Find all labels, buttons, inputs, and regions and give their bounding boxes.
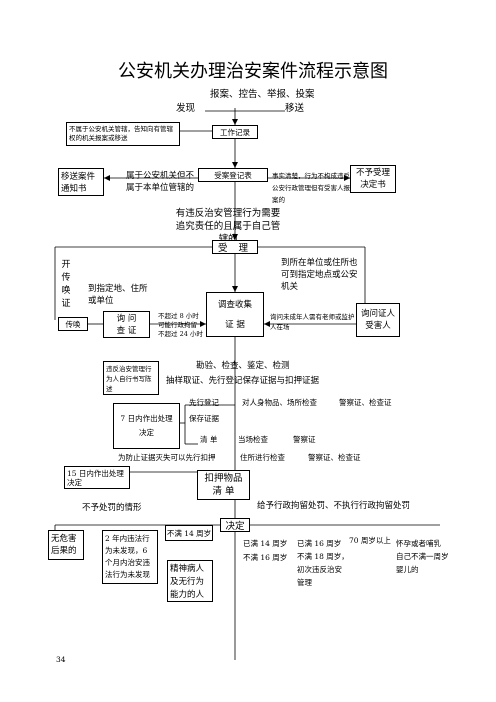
pregnant-text: 怀孕或者哺乳 自己不满一周岁 婴儿的 (396, 539, 449, 574)
summons-text: 传唤 (65, 319, 81, 329)
work-record-text: 工作记录 (220, 127, 250, 137)
under14-text: 不满 14 周岁 (166, 528, 212, 538)
sources-label: 报案、控告、举报、投案 (210, 89, 315, 100)
no-harm-text: 无危害后果的 (51, 534, 77, 556)
list-text: 清 单 (200, 435, 218, 444)
mental-box: 精神病人及无行为能力的人 (167, 560, 213, 602)
violation-text: 违反治安管理行为人自行书写陈述 (106, 365, 152, 393)
police-check1-text: 警察证、检查证 (339, 398, 392, 407)
age14-text: 已满 14 周岁 不满 16 周岁 (243, 539, 288, 562)
summon-char-4: 证 (61, 299, 71, 309)
on-site-check-text: 当场检查 (238, 435, 268, 444)
methods-line2: 抽样取证、先行登记保存证据与扣押证据 (166, 376, 320, 386)
right-location-text: 到所在单位或住所也可到指定地点或公安机关 (281, 258, 358, 292)
prevent-loss-text: 为防止证据灭失可以先行扣押 (118, 453, 216, 462)
summon-vertical: 开 传 唤 证 (60, 259, 72, 311)
investigate-text: 调查收集 证 据 (217, 299, 252, 330)
seizure-list-text: 扣押物品 清 单 (204, 473, 243, 497)
police-check2-text: 警察证、检查证 (308, 453, 361, 462)
age16-text: 已满 16 周岁 不满 18 周岁， 初次违反治安 管理 (297, 539, 349, 587)
page-title: 公安机关办理治安案件流程示意图 (118, 61, 388, 82)
belongs-police-text: 属于公安机关但不属于本单位管辖的 (126, 171, 195, 193)
seven-day-text: 7 日内作出处理决定 (120, 414, 173, 437)
not-accept-box: 不予受理决定书 (350, 165, 396, 193)
to-location-text: 到指定地、住所或单位 (88, 284, 148, 306)
age70-text: 70 周岁以上 (349, 536, 391, 545)
decision-text: 决定 (225, 521, 245, 532)
summon-char-3: 唤 (61, 286, 71, 296)
not-police-box: 不属于公安机关管辖，告知向有管辖权的机关报案或移送 (66, 122, 180, 146)
fact-clear-text: 事实清楚，行为不构成违反公安行政管理但有受害人报案的 (272, 172, 350, 204)
seven-day-box: 7 日内作出处理决定 (113, 403, 180, 449)
summon-char-1: 开 (61, 260, 71, 270)
inquiry-box: 询 问 查 证 (103, 311, 150, 338)
police-card-text: 警察证 (293, 435, 316, 444)
mental-text: 精神病人及无行为能力的人 (170, 564, 205, 600)
inquiry-witness-text: 询问证人 受害人 (360, 309, 395, 331)
fifteen-day-text: 15 日内作出处理决定 (67, 469, 124, 487)
decision-box: 决定 (220, 518, 250, 532)
case-registration-box: 受案登记表 (198, 168, 268, 182)
residence-check-text: 住所进行检查 (240, 453, 285, 462)
investigate-box: 调查收集 证 据 (206, 292, 264, 337)
two-years-box: 2 年内违法行为未发现，6 个月内治安违法行为未发现 (102, 530, 158, 584)
summons-box: 传唤 (58, 317, 88, 331)
no-harm-box: 无危害后果的 (48, 530, 84, 560)
found-label: 发现 (176, 103, 196, 114)
person-check-text: 对人身物品、场所检查 (242, 398, 317, 407)
page-number: 34 (56, 655, 66, 664)
transfer-notice-text: 移送案件通知书 (61, 172, 96, 194)
minor-note-text: 询问未成年人需有老师或监护人在场 (270, 313, 355, 331)
inquiry-witness-box: 询问证人 受害人 (356, 303, 400, 337)
transfer-notice-box: 移送案件通知书 (58, 168, 104, 196)
inquiry-text: 询 问 查 证 (116, 313, 137, 336)
prior-register-text: 先行登记 (189, 398, 219, 407)
accept-text: 受 理 (217, 243, 253, 254)
time-note-text: 不超过 8 小时 可能行政拘留 不超过 24 小时 (158, 312, 203, 338)
fifteen-day-box: 15 日内作出处理决定 (64, 466, 130, 489)
summon-char-2: 传 (61, 273, 71, 283)
accept-condition-text: 有违反治安管理行为需要追究责任的且属于自己管辖的 (175, 208, 281, 245)
methods-line1: 勘验、检查、鉴定、检测 (196, 361, 290, 371)
no-penalty-text: 不予处罚的情形 (82, 503, 142, 513)
two-years-text: 2 年内违法行为未发现，6 个月内治安违法行为未发现 (105, 534, 150, 579)
case-registration-text: 受案登记表 (214, 170, 252, 180)
penalty-text: 给予行政拘留处罚、不执行行政拘留处罚 (257, 501, 411, 511)
preserve-evidence-text: 保存证据 (189, 414, 219, 423)
accept-box: 受 理 (212, 240, 258, 254)
under14-box: 不满 14 周岁 (165, 525, 213, 541)
work-record-box: 工作记录 (212, 125, 258, 139)
not-accept-text: 不予受理决定书 (355, 168, 390, 190)
seizure-list-box: 扣押物品 清 单 (197, 470, 250, 500)
violation-box: 违反治安管理行为人自行书写陈述 (103, 361, 159, 395)
transfer-label: 移送 (285, 103, 305, 114)
not-police-text: 不属于公安机关管辖，告知向有管辖权的机关报案或移送 (69, 125, 173, 142)
